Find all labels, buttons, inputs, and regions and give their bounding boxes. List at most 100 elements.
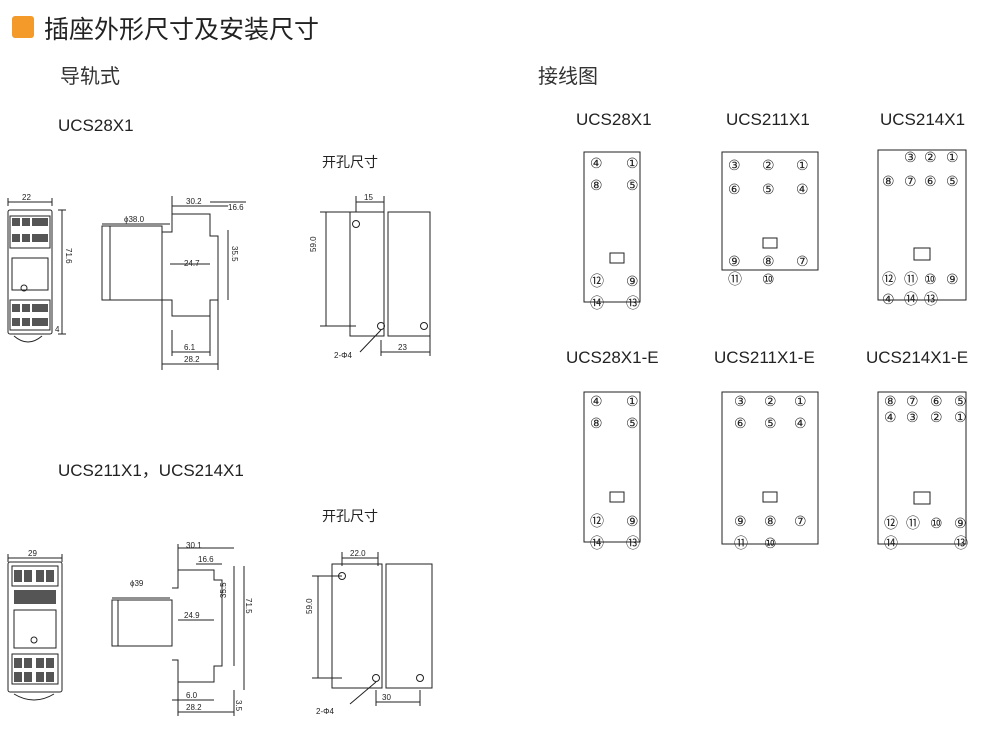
w1-t0: ④: [590, 155, 603, 171]
w2-b2: ⑦: [796, 253, 809, 269]
section-wiring-diagram: 接线图: [538, 64, 598, 88]
w1-b3: ⑬: [626, 295, 640, 311]
w5-b0: ⑨: [734, 513, 747, 529]
w6-b3: ⑨: [954, 515, 967, 531]
w2-t5: ④: [796, 181, 809, 197]
w3-b0: ⑫: [882, 271, 896, 287]
w5-t0: ③: [734, 393, 747, 409]
w5-b4: ⑩: [764, 535, 777, 551]
w3-b5: ⑭: [904, 291, 918, 307]
bottom-socket-front-view: [7, 554, 63, 701]
wiring-model-2: UCS211X1: [726, 110, 810, 129]
w1-t3: ⑤: [626, 177, 639, 193]
wiring-skeleton-4: [583, 391, 641, 543]
w6-b1: ⑪: [906, 515, 920, 531]
w1-t2: ⑧: [590, 177, 603, 193]
wiring-skeleton-3: [877, 149, 967, 301]
top-dim-355: 35.5: [230, 246, 239, 262]
w3-t4: ⑦: [904, 173, 917, 189]
w2-t1: ②: [762, 157, 775, 173]
w5-t1: ②: [764, 393, 777, 409]
w1-b1: ⑨: [626, 273, 639, 289]
bottom-dim-diameter: ϕ39: [130, 579, 144, 588]
w6-b2: ⑩: [930, 515, 943, 531]
top-hole-2phi: 2-Φ4: [334, 351, 352, 360]
w4-b0: ⑫: [590, 513, 604, 529]
bottom-dim-30: 30.1: [186, 541, 202, 550]
w5-t3: ⑥: [734, 415, 747, 431]
wiring-model-4: UCS28X1-E: [566, 348, 659, 367]
wiring-model-3: UCS214X1: [880, 110, 966, 129]
w2-b0: ⑨: [728, 253, 741, 269]
w3-t5: ⑥: [924, 173, 937, 189]
w3-t3: ⑧: [882, 173, 895, 189]
top-hole-59: 59.0: [309, 236, 318, 252]
top-socket-side-view: [101, 196, 246, 370]
orange-square-icon: [12, 16, 34, 38]
top-dim-247: 24.7: [184, 259, 200, 268]
bottom-hole-59: 59.0: [305, 598, 314, 614]
w6-t4: ④: [884, 409, 897, 425]
top-dim-width: 22: [22, 193, 31, 202]
w1-b2: ⑭: [590, 295, 604, 311]
bottom-dim-249: 24.9: [184, 611, 200, 620]
top-hole-layout: [320, 196, 431, 356]
w3-b3: ⑨: [946, 271, 959, 287]
top-dim-30: 30.2: [186, 197, 202, 206]
w3-t2: ①: [946, 149, 959, 165]
wiring-skeleton-1: [583, 151, 641, 303]
w5-t2: ①: [794, 393, 807, 409]
w3-b1: ⑪: [904, 271, 918, 287]
w6-t2: ⑥: [930, 393, 943, 409]
w6-b4: ⑭: [884, 535, 898, 551]
w4-b3: ⑬: [626, 535, 640, 551]
w5-t5: ④: [794, 415, 807, 431]
top-socket-front-view: [7, 198, 66, 343]
w2-b4: ⑩: [762, 271, 775, 287]
w2-t0: ③: [728, 157, 741, 173]
w3-t6: ⑤: [946, 173, 959, 189]
top-model-label: UCS28X1: [58, 116, 134, 135]
page-title: 插座外形尺寸及安装尺寸: [44, 15, 320, 44]
w3-b2: ⑩: [924, 271, 937, 287]
top-dim-height: 71.6: [64, 248, 73, 264]
w2-b3: ⑪: [728, 271, 742, 287]
top-dim-282: 28.2: [184, 355, 200, 364]
bottom-model-label: UCS211X1，UCS214X1: [58, 461, 244, 480]
bottom-dim-355: 35.5: [219, 582, 228, 598]
w1-t1: ①: [626, 155, 639, 171]
w6-t1: ⑦: [906, 393, 919, 409]
w3-b6: ⑬: [924, 291, 938, 307]
w2-t3: ⑥: [728, 181, 741, 197]
w6-t6: ②: [930, 409, 943, 425]
bottom-dim-35: 3.5: [234, 700, 243, 712]
top-hole-23: 23: [398, 343, 407, 352]
wiring-model-1: UCS28X1: [576, 110, 652, 129]
w6-b5: ⑬: [954, 535, 968, 551]
bottom-dim-166: 16.6: [198, 555, 214, 564]
wiring-skeleton-2: [721, 151, 819, 271]
top-dim-diameter: ϕ38.0: [124, 215, 145, 224]
w5-b3: ⑪: [734, 535, 748, 551]
wiring-model-5: UCS211X1-E: [714, 348, 815, 367]
wiring-model-6: UCS214X1-E: [866, 348, 969, 367]
w3-t0: ③: [904, 149, 917, 165]
section-rail-mount: 导轨式: [60, 64, 120, 88]
bottom-dim-60: 6.0: [186, 691, 198, 700]
w3-b4: ④: [882, 291, 895, 307]
top-dim-4: 4: [55, 325, 60, 334]
wiring-skeleton-6: [877, 391, 967, 545]
w4-b1: ⑨: [626, 513, 639, 529]
hole-size-label-top: 开孔尺寸: [322, 155, 378, 171]
w2-t4: ⑤: [762, 181, 775, 197]
bottom-hole-layout: [312, 552, 433, 706]
wiring-skeleton-5: [721, 391, 819, 545]
w2-t2: ①: [796, 157, 809, 173]
w4-t0: ④: [590, 393, 603, 409]
w2-b1: ⑧: [762, 253, 775, 269]
top-hole-15: 15: [364, 193, 373, 202]
hole-size-label-bottom: 开孔尺寸: [322, 509, 378, 525]
top-dim-166: 16.6: [228, 203, 244, 212]
bottom-dim-282: 28.2: [186, 703, 202, 712]
w6-t3: ⑤: [954, 393, 967, 409]
